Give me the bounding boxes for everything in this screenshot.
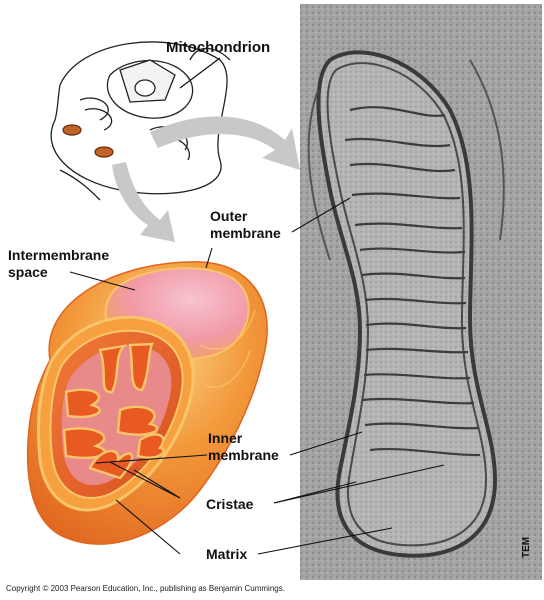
label-intermembrane-2: space [8,264,48,280]
tem-cristae [344,106,481,457]
label-mitochondrion: Mitochondrion [166,39,271,56]
tem-mitochondrion-body [316,50,498,558]
copyright-text: Copyright © 2003 Pearson Education, Inc.… [6,584,285,593]
label-cristae: Cristae [206,496,254,512]
tem-label: TEM [521,536,532,558]
label-outer-membrane-1: Outer [210,208,248,224]
tem-micrograph [300,4,542,580]
mitochondrion-leader [179,57,221,89]
cell-sketch [50,41,231,201]
cristae-folds [62,342,165,480]
label-inner-membrane-1: Inner [208,430,243,446]
arrow-to-micrograph [150,116,300,170]
mitochondrion-model [26,261,268,545]
label-intermembrane-1: Intermembrane [8,247,110,263]
label-inner-membrane-2: membrane [208,447,279,463]
leader-lines [69,197,445,555]
label-outer-membrane-2: membrane [210,225,281,241]
label-matrix: Matrix [206,546,248,562]
arrow-to-model [112,162,175,242]
